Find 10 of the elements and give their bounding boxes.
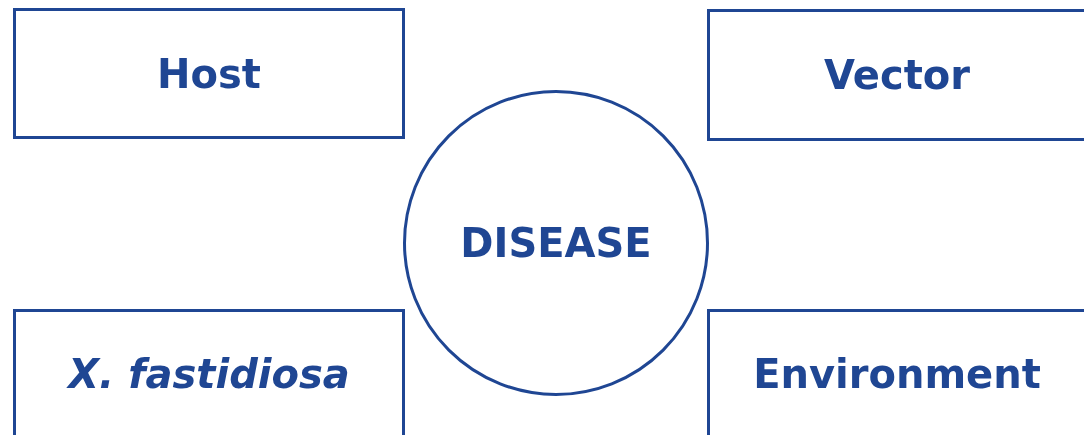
node-label: DISEASE [460, 220, 652, 266]
node-label: X. fastidiosa [68, 350, 350, 397]
node-label: Environment [753, 350, 1041, 397]
factor-box [13, 8, 405, 139]
node-label: Host [157, 50, 261, 97]
factor-box [13, 309, 405, 435]
disease-circle [403, 90, 709, 396]
node-label: Vector [824, 52, 970, 98]
factor-box [707, 9, 1084, 141]
factor-box [707, 309, 1084, 435]
